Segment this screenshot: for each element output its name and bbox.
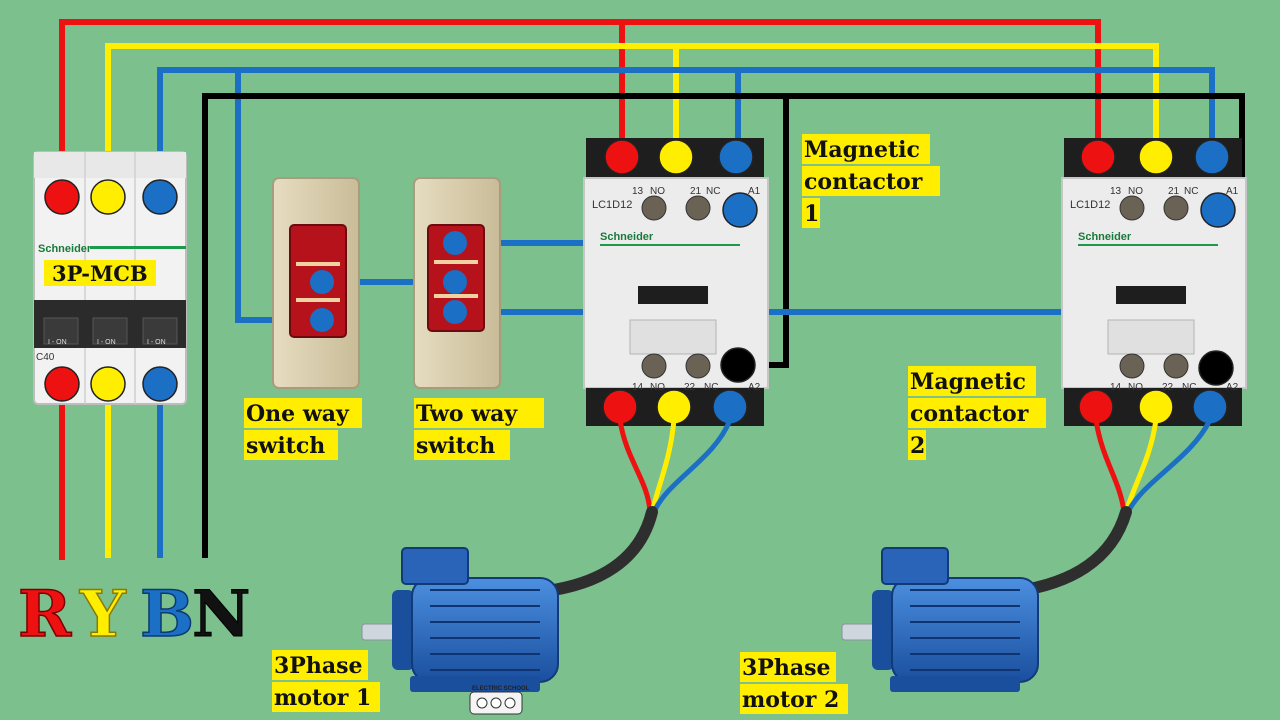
mcb-terminal-b-out[interactable] — [142, 366, 178, 402]
wire-red-top — [59, 19, 1101, 560]
contactor-2-label: Magnetic contactor 2 — [908, 366, 1046, 460]
svg-text:switch: switch — [246, 433, 325, 459]
svg-text:Two way: Two way — [416, 401, 518, 427]
mcb-terminal-y-out[interactable] — [90, 366, 126, 402]
svg-text:contactor: contactor — [804, 169, 923, 195]
two-way-switch-label: Two way switch — [414, 398, 544, 460]
svg-text:NC: NC — [706, 186, 720, 197]
mcb-output-wires — [59, 385, 163, 558]
mcb-handle-text-3: I - ON — [147, 339, 166, 346]
motor-2-cable — [914, 417, 1213, 599]
wire-yellow-top — [105, 43, 1159, 195]
svg-text:Magnetic: Magnetic — [804, 137, 920, 163]
motor-2-icon — [841, 547, 1039, 692]
svg-text:NO: NO — [1128, 382, 1143, 393]
svg-text:21: 21 — [1168, 186, 1180, 197]
svg-text:contactor: contactor — [910, 401, 1029, 427]
contactor-1-l2[interactable] — [658, 139, 694, 175]
wire-blue-top — [157, 67, 1215, 195]
svg-text:Schneider: Schneider — [600, 231, 654, 243]
two-way-terminal-l2[interactable] — [443, 300, 467, 324]
mcb-brand: Schneider — [38, 243, 92, 255]
svg-text:NC: NC — [704, 382, 718, 393]
two-way-terminal-common[interactable] — [443, 270, 467, 294]
one-way-terminal-1[interactable] — [310, 270, 334, 294]
svg-text:switch: switch — [416, 433, 495, 459]
mcb-terminal-r-in[interactable] — [44, 179, 80, 215]
mcb-model: C40 — [36, 352, 55, 363]
svg-text:motor 2: motor 2 — [742, 687, 839, 713]
contactor-2-l3[interactable] — [1194, 139, 1230, 175]
svg-text:Schneider: Schneider — [1078, 231, 1132, 243]
svg-text:ELECTRIC SCHOOL: ELECTRIC SCHOOL — [472, 686, 530, 692]
svg-text:motor 1: motor 1 — [274, 685, 371, 711]
mcb-terminal-y-in[interactable] — [90, 179, 126, 215]
motor-1-icon — [361, 547, 559, 692]
mcb-terminal-r-out[interactable] — [44, 366, 80, 402]
contactor-1: LC1D12 13 NO 21 NC A1 Schneider 14 NO 22… — [583, 138, 769, 426]
mcb-handle-text-1: I - ON — [48, 339, 67, 346]
svg-text:3Phase: 3Phase — [742, 655, 830, 681]
svg-text:22: 22 — [1162, 382, 1174, 393]
contactor-2-l1[interactable] — [1080, 139, 1116, 175]
contactor-2-a1[interactable] — [1200, 192, 1236, 228]
svg-text:NO: NO — [650, 382, 665, 393]
svg-text:21: 21 — [690, 186, 702, 197]
one-way-terminal-2[interactable] — [310, 308, 334, 332]
mcb-terminal-b-in[interactable] — [142, 179, 178, 215]
svg-text:LC1D12: LC1D12 — [1070, 199, 1110, 211]
mcb: Schneider I - ON I - ON I - ON C40 3P-MC… — [33, 151, 187, 405]
phase-letter-b: B — [140, 577, 194, 652]
contactor-1-a1[interactable] — [722, 192, 758, 228]
motor-1-label: 3Phase motor 1 — [272, 650, 380, 712]
svg-text:Magnetic: Magnetic — [910, 369, 1026, 395]
contactor-2-l2[interactable] — [1138, 139, 1174, 175]
motor-2-label: 3Phase motor 2 — [740, 652, 848, 714]
contactor-2-a2[interactable] — [1198, 350, 1234, 386]
svg-text:14: 14 — [632, 382, 644, 393]
svg-text:1: 1 — [804, 201, 819, 227]
one-way-switch-label: One way switch — [244, 398, 362, 460]
svg-text:13: 13 — [632, 186, 644, 197]
svg-text:NO: NO — [1128, 186, 1143, 197]
svg-text:A1: A1 — [748, 186, 761, 197]
contactor-1-l3[interactable] — [718, 139, 754, 175]
contactor-2: LC1D12 13 NO 21 NC A1 Schneider 14 NO 22… — [1061, 138, 1247, 426]
svg-text:2: 2 — [910, 433, 925, 459]
contactor-1-label: Magnetic contactor 1 — [802, 134, 940, 228]
one-way-switch[interactable] — [272, 177, 360, 389]
two-way-switch[interactable] — [413, 177, 501, 389]
phase-letter-r: R — [18, 577, 72, 652]
svg-text:22: 22 — [684, 382, 696, 393]
svg-text:NC: NC — [1182, 382, 1196, 393]
svg-text:14: 14 — [1110, 382, 1122, 393]
mcb-handle-text-2: I - ON — [97, 339, 116, 346]
two-way-terminal-l1[interactable] — [443, 231, 467, 255]
svg-text:3Phase: 3Phase — [274, 653, 362, 679]
svg-text:NO: NO — [650, 186, 665, 197]
contactor-1-l1[interactable] — [604, 139, 640, 175]
svg-text:A2: A2 — [748, 382, 761, 393]
svg-text:A1: A1 — [1226, 186, 1239, 197]
svg-text:LC1D12: LC1D12 — [592, 199, 632, 211]
svg-text:13: 13 — [1110, 186, 1122, 197]
electric-school-logo: ELECTRIC SCHOOL — [469, 686, 530, 715]
svg-text:NC: NC — [1184, 186, 1198, 197]
phase-letter-n: N — [192, 577, 251, 652]
svg-text:One way: One way — [246, 401, 350, 427]
contactor-1-a2[interactable] — [720, 347, 756, 383]
svg-text:A2: A2 — [1226, 382, 1239, 393]
phase-letter-y: Y — [79, 577, 127, 652]
mcb-label: 3P-MCB — [52, 261, 148, 286]
phase-letters: R Y B N — [17, 576, 251, 653]
